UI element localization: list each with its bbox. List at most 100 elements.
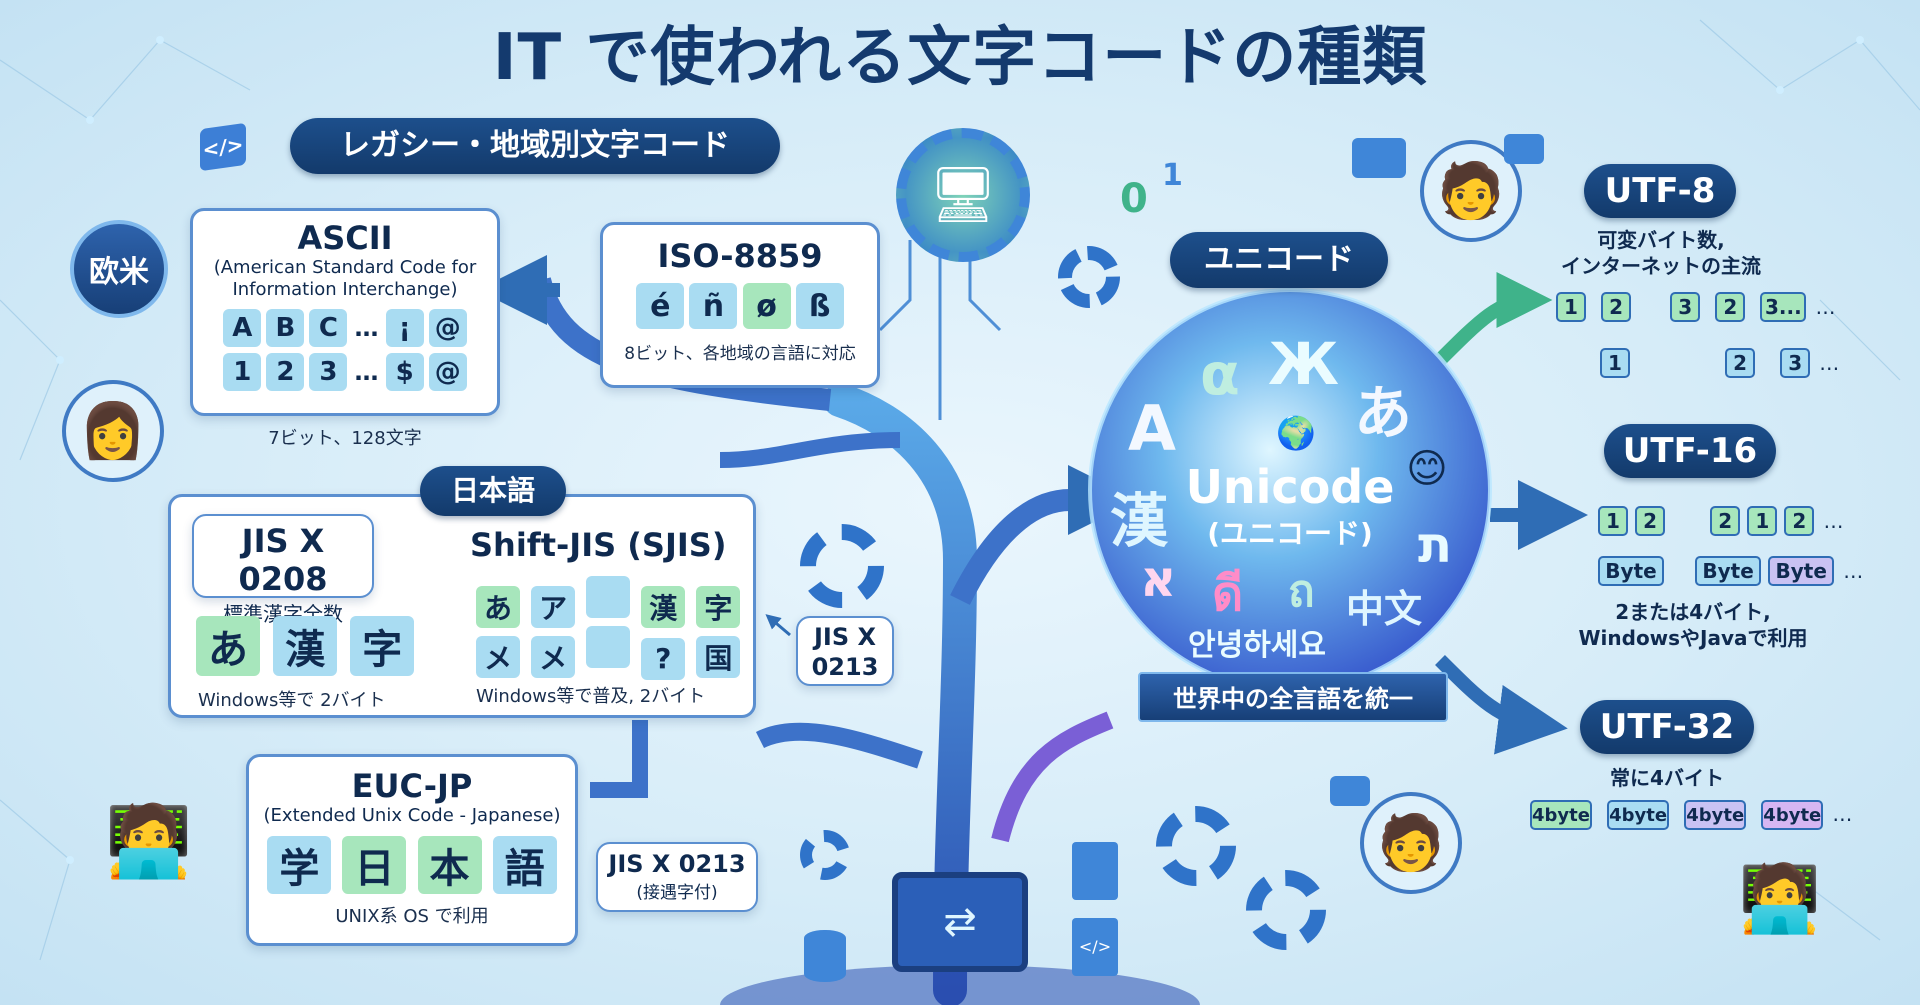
eucjp-full-name: (Extended Unix Code - Japanese): [263, 805, 561, 826]
jis0213-tag-label: JIS X 0213: [811, 623, 879, 681]
ascii-char: C: [309, 309, 348, 347]
iso-char: é: [636, 283, 685, 329]
unicode-glyph: あ: [1354, 379, 1413, 447]
ascii-char: 2: [266, 353, 305, 391]
utf16-ellipsis: …: [1823, 509, 1844, 533]
utf8-desc-line-1: 可変バイト数,: [1597, 228, 1725, 252]
utf8-pill: UTF-8: [1584, 164, 1736, 218]
ascii-char: @: [428, 353, 467, 391]
ascii-char: @: [428, 309, 467, 347]
sjis-row-2: メ メ ? 国: [476, 626, 741, 680]
utf16-row-2: Byte Byte Byte …: [1598, 556, 1863, 586]
utf16-byte: 2: [1710, 506, 1741, 536]
gear-icon: [1246, 870, 1326, 950]
person-phone-avatar: 🧑: [1420, 140, 1522, 242]
utf16-byte: 1: [1598, 506, 1628, 536]
jis0208-char: 漢: [273, 616, 338, 676]
monitor-gear-icon: 🖥: [896, 128, 1030, 262]
sjis-char: あ: [476, 586, 520, 628]
sjis-char: 字: [696, 586, 741, 628]
gear-icon: [1156, 806, 1236, 886]
sjis-char: ?: [641, 637, 686, 680]
person-laptop-illustration: 🧑‍💻: [1738, 860, 1822, 937]
person-phone-avatar: 🧑: [1360, 792, 1462, 894]
ascii-char: A: [223, 309, 262, 347]
japanese-header-pill: 日本語: [420, 466, 566, 516]
sjis-char: 国: [696, 636, 741, 678]
iso-caption: 8ビット、各地域の言語に対応: [624, 344, 856, 364]
jis0208-char: あ: [196, 616, 260, 676]
euc-jp-card: EUC-JP (Extended Unix Code - Japanese) 学…: [246, 754, 578, 946]
jis0208-name: JIS X 0208: [238, 522, 328, 598]
utf8-ellipsis: …: [1815, 295, 1836, 319]
utf32-desc: 常に4バイト: [1610, 766, 1724, 790]
jis-x-0213-ext-card: JIS X 0213 (接遇字付): [596, 842, 758, 912]
jis-x-0213-tag: JIS X 0213: [796, 616, 894, 686]
sjis-name: Shift-JIS (SJIS): [470, 526, 727, 564]
page-title: IT で使われる文字コードの種類: [492, 21, 1428, 95]
ascii-row-1: A B C … ¡ @: [193, 309, 497, 347]
utf8-byte: 3: [1670, 292, 1701, 322]
utf16-desc-line-1: 2または4バイト,: [1615, 600, 1771, 624]
iso-name: ISO-8859: [657, 237, 823, 275]
ascii-char: 3: [309, 353, 348, 391]
ascii-char: 1: [223, 353, 262, 391]
utf32-cell: 4byte: [1684, 800, 1747, 830]
chat-bubble-icon: [1352, 138, 1406, 178]
unicode-glyph: ת: [1418, 516, 1453, 574]
utf8-byte: 2: [1725, 348, 1756, 378]
ascii-name: ASCII: [297, 219, 393, 257]
iso-char: ø: [742, 283, 791, 329]
utf8-byte: 3...: [1760, 292, 1807, 322]
jis0213-ext-name: JIS X 0213: [608, 850, 746, 878]
eucjp-char: 日: [342, 836, 407, 894]
region-badge-label: 欧米: [89, 255, 149, 290]
chat-bubble-icon: [1504, 134, 1544, 164]
utf8-byte: 2: [1715, 292, 1746, 322]
sjis-char: メ: [476, 636, 520, 678]
utf32-row: 4byte 4byte 4byte 4byte …: [1530, 800, 1852, 830]
utf8-byte: 1: [1600, 348, 1630, 378]
person-tablet-avatar: 👩: [62, 380, 164, 482]
utf16-ellipsis: …: [1843, 559, 1864, 583]
unicode-glyph: ดี: [1212, 566, 1244, 622]
iso-char: ß: [795, 283, 844, 329]
utf32-cell: 4byte: [1607, 800, 1670, 830]
eucjp-name: EUC-JP: [351, 767, 473, 805]
utf16-byte: 1: [1747, 506, 1778, 536]
utf8-byte: 1: [1556, 292, 1586, 322]
utf8-row-2: 1 2 3 …: [1600, 348, 1839, 378]
ascii-row-2: 1 2 3 … $ @: [193, 353, 497, 391]
utf8-byte: 2: [1601, 292, 1632, 322]
gear-icon: [800, 830, 850, 880]
legacy-header-pill: レガシー・地域別文字コード: [290, 118, 780, 174]
unicode-glyph: 漢: [1110, 487, 1169, 555]
unicode-glyph: α: [1200, 340, 1240, 408]
jis0208-caption: Windows等で 2バイト: [198, 690, 386, 711]
jis0208-char: 字: [350, 616, 415, 676]
utf16-desc-line-2: WindowsやJavaで利用: [1578, 626, 1808, 650]
eucjp-char: 学: [267, 836, 332, 894]
smile-icon: 😊: [1406, 446, 1448, 492]
ascii-ellipsis: …: [354, 314, 379, 342]
sjis-char: [586, 626, 631, 668]
iso-8859-card: ISO-8859 é ñ ø ß 8ビット、各地域の言語に対応: [600, 222, 880, 388]
utf16-byte: 2: [1784, 506, 1815, 536]
utf32-cell: 4byte: [1530, 800, 1592, 830]
iso-char: ñ: [689, 283, 738, 329]
eucjp-caption: UNIX系 OS で利用: [335, 906, 489, 927]
region-badge: 欧米: [70, 220, 168, 318]
code-tag-icon: </>: [200, 122, 246, 172]
ascii-ellipsis: …: [354, 358, 379, 386]
document-icon: [1072, 842, 1118, 900]
chat-bubble-icon: [1330, 776, 1370, 806]
eucjp-chars: 学 日 本 語: [249, 836, 575, 894]
person-laptop-illustration: 🧑‍💻: [105, 800, 193, 882]
utf16-row-1: 1 2 2 1 2 …: [1598, 506, 1843, 536]
sjis-char: メ: [531, 636, 576, 678]
utf32-cell: 4byte: [1761, 800, 1824, 830]
sjis-caption: Windows等で普及, 2バイト: [476, 686, 706, 707]
eucjp-char: 本: [417, 836, 482, 894]
ascii-full-name: (American Standard Code for Information …: [213, 257, 477, 300]
